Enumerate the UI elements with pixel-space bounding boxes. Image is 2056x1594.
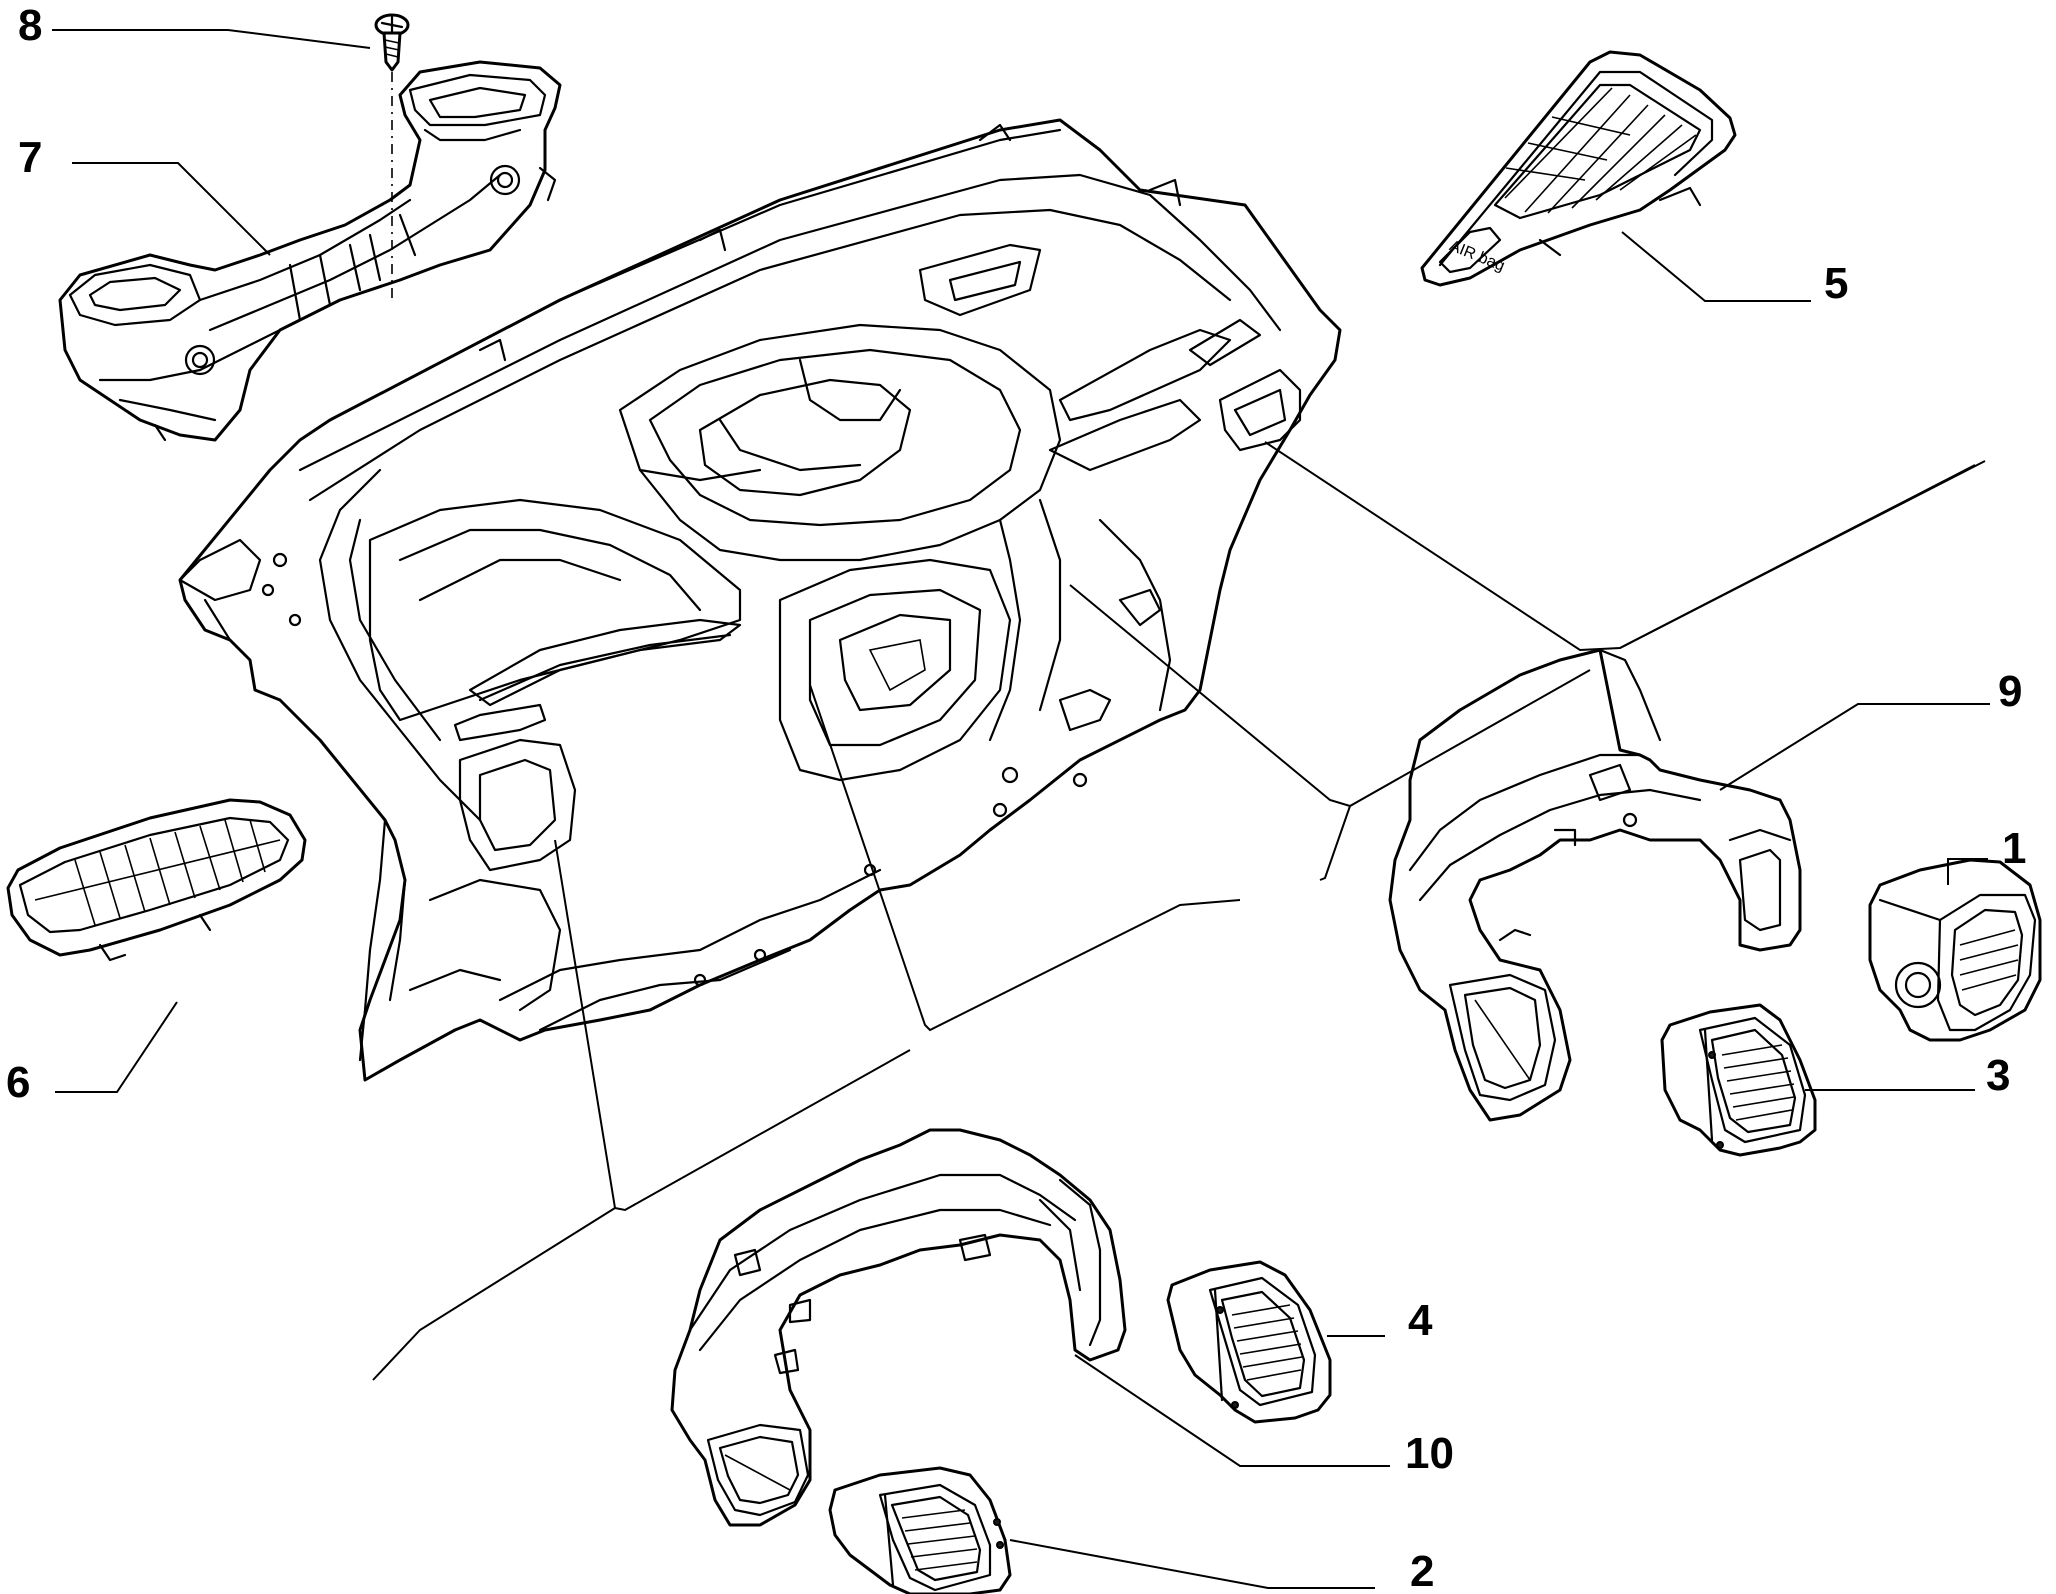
callout-1: 1 [2002, 824, 2026, 873]
callout-4: 4 [1408, 1296, 1433, 1345]
callout-6: 6 [6, 1058, 30, 1107]
part-1-round-vent [1868, 858, 2042, 1042]
callout-10: 10 [1405, 1429, 1454, 1478]
callout-9: 9 [1998, 667, 2022, 716]
part-8-screw [374, 13, 410, 300]
callout-labels: 8 7 5 6 9 1 3 4 10 2 [6, 1, 2026, 1594]
part-3-rect-vent [1660, 1003, 1817, 1157]
part-10-left-duct [670, 1128, 1127, 1527]
part-6-side-vent-grille [6, 798, 307, 962]
leader-lines [52, 29, 1990, 1589]
callout-8: 8 [18, 1, 42, 50]
part-5-airbag-cover: AIR bag [1420, 50, 1737, 287]
callout-2: 2 [1410, 1547, 1434, 1594]
part-4-rect-vent [1166, 1260, 1332, 1424]
part-9-right-duct [1388, 648, 1802, 1122]
callout-3: 3 [1986, 1051, 2010, 1100]
callout-5: 5 [1824, 259, 1848, 308]
callout-7: 7 [18, 133, 42, 182]
dashboard-panel [178, 118, 1342, 1082]
part-2-rect-vent [828, 1466, 1012, 1594]
part-7-defrost-duct [58, 60, 562, 442]
